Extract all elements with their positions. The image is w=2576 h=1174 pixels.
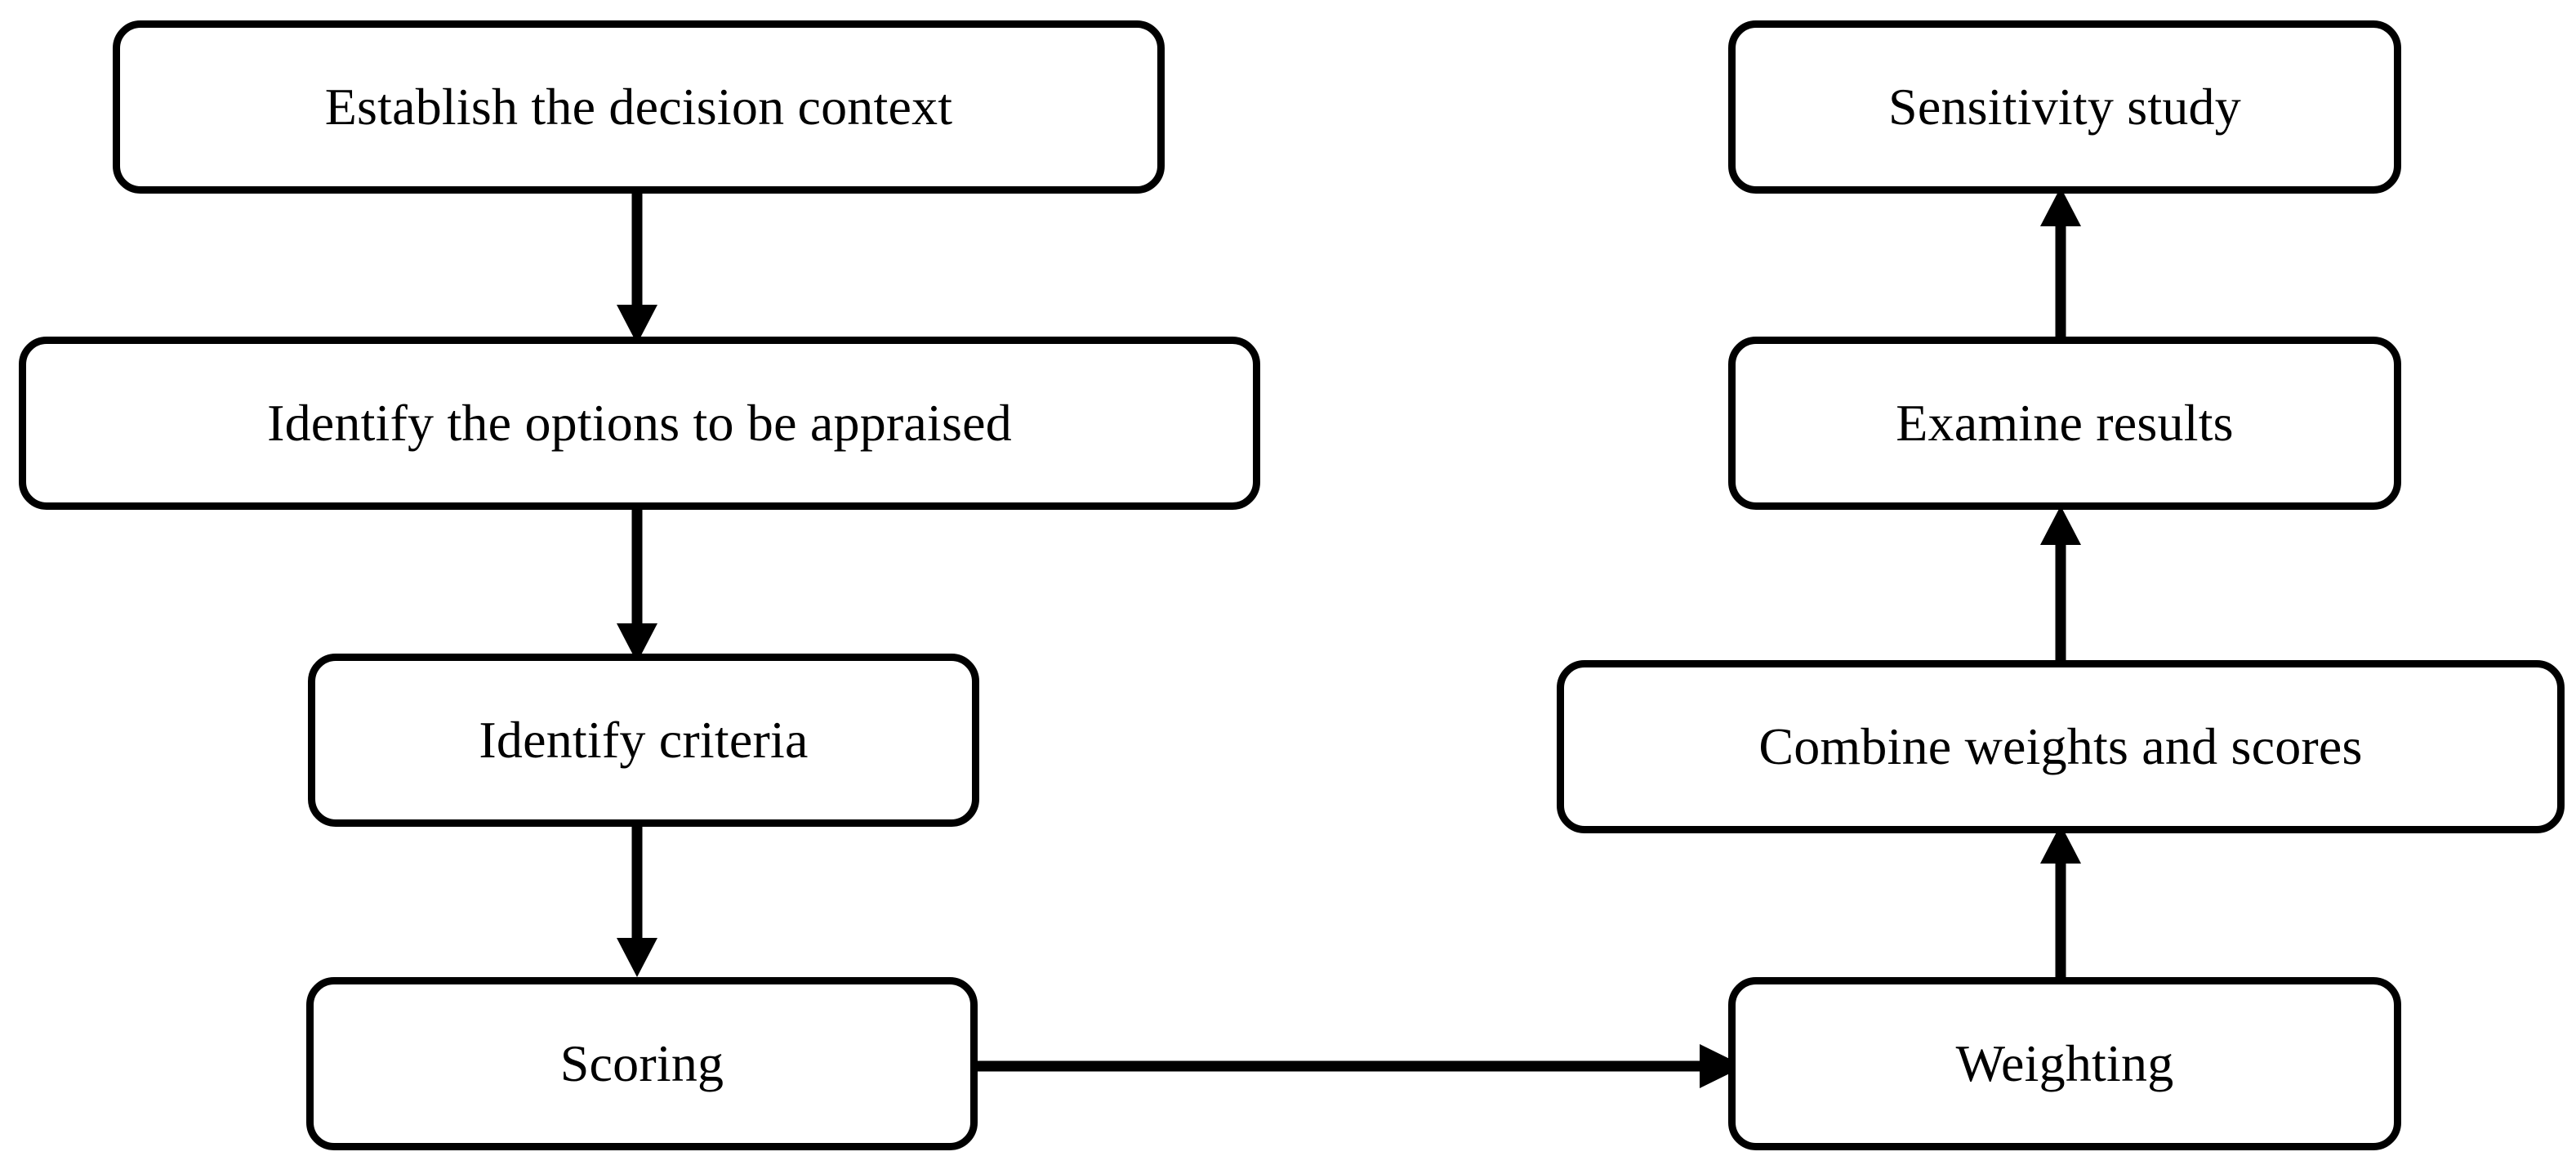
node-label-establish-decision-context: Establish the decision context [324, 77, 953, 136]
node-label-identify-criteria: Identify criteria [479, 710, 809, 769]
edge-identify-criteria-to-scoring [608, 817, 666, 980]
node-label-identify-options: Identify the options to be appraised [267, 393, 1012, 452]
node-label-combine-weights-and-scores: Combine weights and scores [1758, 716, 2363, 775]
node-weighting[interactable]: Weighting [1728, 977, 2401, 1150]
node-label-sensitivity-study: Sensitivity study [1888, 77, 2241, 136]
node-label-weighting: Weighting [1955, 1033, 2174, 1092]
edge-examine-results-to-sensitivity-study [2032, 184, 2089, 347]
edge-establish-to-identify-options [608, 184, 666, 347]
edge-combine-to-examine-results [2032, 502, 2089, 666]
edge-scoring-to-weighting [964, 1038, 1748, 1095]
node-examine-results[interactable]: Examine results [1728, 337, 2401, 510]
node-label-examine-results: Examine results [1896, 393, 2234, 452]
edge-weighting-to-combine [2032, 821, 2089, 989]
node-combine-weights-and-scores[interactable]: Combine weights and scores [1557, 660, 2565, 833]
edge-identify-options-to-identify-criteria [608, 498, 666, 666]
node-identify-options[interactable]: Identify the options to be appraised [19, 337, 1260, 510]
node-identify-criteria[interactable]: Identify criteria [308, 654, 979, 827]
node-sensitivity-study[interactable]: Sensitivity study [1728, 20, 2401, 194]
node-label-scoring: Scoring [559, 1033, 724, 1092]
node-scoring[interactable]: Scoring [306, 977, 978, 1150]
node-establish-decision-context[interactable]: Establish the decision context [113, 20, 1165, 194]
